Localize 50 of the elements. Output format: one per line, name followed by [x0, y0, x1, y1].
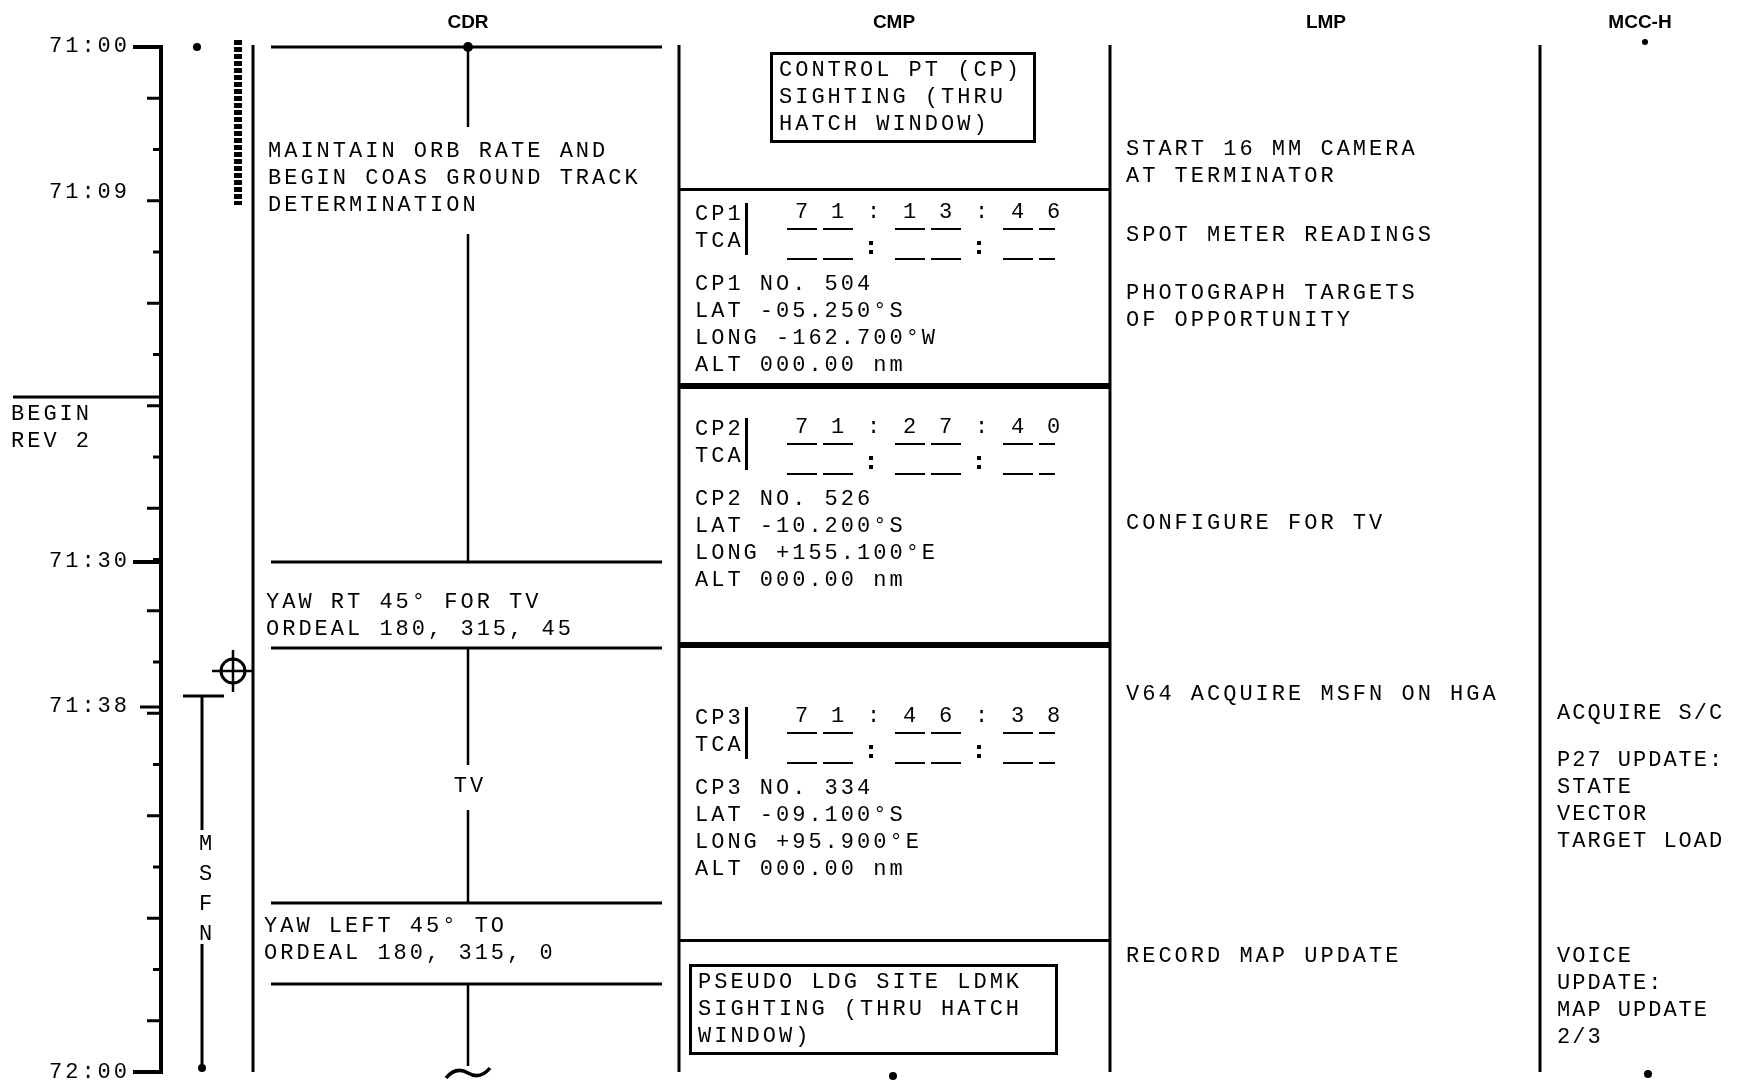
task-text: PHOTOGRAPH TARGETS OF OPPORTUNITY	[1126, 280, 1419, 334]
task-box: CONTROL PT (CP) SIGHTING (THRU HATCH WINDOW)	[770, 52, 1036, 143]
tca-label: TCA	[695, 228, 744, 255]
task-text: SPOT METER READINGS	[1126, 222, 1435, 249]
task-box: PSEUDO LDG SITE LDMK SIGHTING (THRU HATCH WINDOW)	[689, 964, 1058, 1055]
task-text: ACQUIRE S/C	[1557, 700, 1726, 727]
station-label: MSFN	[192, 832, 219, 952]
column-header: CDR	[446, 10, 490, 34]
coordinate-text: LAT -09.100°S	[695, 802, 906, 829]
task-text: P27 UPDATE: STATE VECTOR TARGET LOAD	[1557, 747, 1726, 855]
tca-label: TCA	[695, 443, 744, 470]
time-label: 72:00	[48, 1059, 130, 1086]
column-header: LMP	[1304, 10, 1348, 34]
checkpoint-panel	[679, 645, 1110, 942]
task-text: YAW RT 45° FOR TV ORDEAL 180, 315, 45	[266, 589, 575, 643]
task-text: START 16 MM CAMERA AT TERMINATOR	[1126, 136, 1419, 190]
coordinate-text: LAT -05.250°S	[695, 298, 906, 325]
coordinate-text: ALT 000.00 nm	[695, 567, 906, 594]
checkpoint-id: CP3	[695, 705, 744, 732]
time-value: 71:13:46	[795, 199, 1084, 226]
task-text: CONFIGURE FOR TV	[1126, 510, 1387, 537]
event-label: BEGIN REV 2	[11, 401, 93, 455]
time-value: 71:46:38	[795, 703, 1084, 730]
task-text: MAINTAIN ORB RATE AND BEGIN COAS GROUND TRACK DETERMINATION	[268, 138, 642, 219]
time-value: 71:27:40	[795, 414, 1084, 441]
checkpoint-id: CP2	[695, 416, 744, 443]
task-text: RECORD MAP UPDATE	[1126, 943, 1403, 970]
column-header: MCC-H	[1607, 10, 1673, 34]
coordinate-text: LAT -10.200°S	[695, 513, 906, 540]
tca-label: TCA	[695, 732, 744, 759]
checkpoint-id: CP1	[695, 201, 744, 228]
time-label: 71:30	[48, 548, 130, 575]
column-header: CMP	[871, 10, 917, 34]
task-text: V64 ACQUIRE MSFN ON HGA	[1126, 681, 1500, 708]
time-label: 71:38	[48, 693, 130, 720]
task-text: YAW LEFT 45° TO ORDEAL 180, 315, 0	[264, 913, 557, 967]
coordinate-text: LONG +155.100°E	[695, 540, 939, 567]
checkpoint-panel	[679, 188, 1110, 386]
coordinate-text: LONG +95.900°E	[695, 829, 922, 856]
coordinate-text: CP1 NO. 504	[695, 271, 874, 298]
activity-label: TV	[452, 773, 488, 800]
coordinate-text: ALT 000.00 nm	[695, 352, 906, 379]
coordinate-text: ALT 000.00 nm	[695, 856, 906, 883]
time-label: 71:00	[48, 33, 130, 60]
coordinate-text: LONG -162.700°W	[695, 325, 939, 352]
checkpoint-panel	[679, 386, 1110, 645]
time-label: 71:09	[48, 179, 130, 206]
task-text: VOICE UPDATE: MAP UPDATE 2/3	[1557, 943, 1711, 1051]
coordinate-text: CP3 NO. 334	[695, 775, 874, 802]
coordinate-text: CP2 NO. 526	[695, 486, 874, 513]
